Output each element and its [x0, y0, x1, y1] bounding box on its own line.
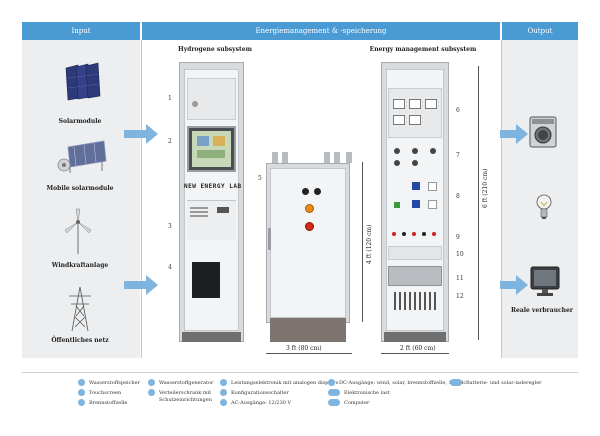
legend-item: Leistungselektronik mit analogen display… — [220, 379, 338, 386]
dimension-height-small: 4 ft (120 cm) — [366, 224, 373, 264]
input-label-solarmodule: Solarmodule — [58, 118, 102, 125]
cable-gland — [346, 152, 352, 163]
column-divider-right — [501, 40, 502, 358]
computer-unit — [388, 266, 442, 286]
legend-marker — [220, 379, 227, 386]
legend-marker — [450, 379, 462, 386]
cabinet-brand-text: NEW ENERGY LAB — [184, 183, 242, 190]
input-label-oeffentliches-netz: Öffentliches netz — [51, 337, 109, 344]
dimension-width-middle: 3 ft (80 cm) — [286, 345, 322, 352]
configuration-switches — [388, 142, 442, 172]
dimension-line-width-right — [381, 353, 449, 354]
callout-8: 8 — [456, 193, 460, 200]
legend-item: Touchscreen — [78, 389, 121, 396]
legend-item: Computer — [328, 399, 369, 406]
power-pylon-icon — [66, 286, 94, 332]
header-output: Output — [502, 22, 578, 40]
legend-marker — [220, 399, 227, 406]
arrow-right-icon — [500, 275, 528, 295]
energy-subsystem-title: Energy management subsystem — [369, 46, 477, 53]
legend: Wasserstoffspeicher Touchscreen Brennsto… — [22, 372, 578, 422]
distribution-cabinet — [266, 163, 350, 323]
arrow-right-icon — [124, 275, 158, 295]
fuel-cell-panel — [187, 200, 236, 240]
legend-marker — [78, 389, 85, 396]
callout-4: 4 — [168, 264, 172, 271]
cabinet-base — [384, 332, 446, 342]
cable-gland — [282, 152, 288, 163]
cabinet-base — [182, 332, 241, 342]
dimension-height-tall: 6 ft (210 cm) — [482, 168, 489, 208]
legend-item: Verteilerschrank mit — [148, 389, 211, 396]
legend-item: Konfigurationsschalter — [220, 389, 289, 396]
callout-2: 2 — [168, 138, 172, 145]
light-bulb-icon — [536, 193, 552, 221]
input-label-mobile-solarmodule: Mobile solarmodule — [46, 185, 114, 192]
callout-5: 5 — [258, 175, 262, 182]
arrow-right-icon — [500, 124, 528, 144]
arrow-right-icon — [124, 124, 158, 144]
legend-item: Wasserstoffgenerator — [148, 379, 213, 386]
dimension-line-height-tall — [478, 66, 479, 340]
legend-item: Batterie- und solar-laderegler — [450, 379, 542, 386]
column-divider-left — [141, 40, 142, 358]
touchscreen — [187, 126, 236, 172]
electronic-load-panel — [388, 246, 442, 260]
switch-knob — [305, 204, 314, 213]
indicator-light — [302, 188, 309, 195]
legend-marker — [148, 389, 155, 396]
monitor-icon — [530, 266, 560, 298]
hydrogen-subsystem-title: Hydrogene subsystem — [178, 46, 252, 53]
door-handle — [268, 228, 271, 250]
dimension-line-height-small — [362, 162, 363, 322]
washing-machine-icon — [529, 116, 557, 148]
legend-marker — [148, 379, 155, 386]
cable-gland — [334, 152, 340, 163]
callout-11: 11 — [456, 275, 464, 282]
output-label-reale-verbraucher: Reale verbraucher — [511, 307, 573, 314]
legend-item: Elektronische last — [328, 389, 390, 396]
indicator-light — [314, 188, 321, 195]
ac-outputs-panel — [388, 178, 442, 222]
wind-turbine-icon — [62, 208, 94, 256]
cable-gland — [272, 152, 278, 163]
legend-marker — [328, 389, 340, 396]
cable-gland — [324, 152, 330, 163]
legend-item: DC-Ausgänge: wind, solar, brennstoffzell… — [328, 379, 466, 386]
legend-item-continuation: Schutzeinrichtungen — [159, 397, 212, 403]
analog-displays-panel — [388, 88, 442, 138]
hydrogen-storage-panel — [187, 78, 236, 120]
mobile-solar-icon — [54, 137, 110, 177]
dimension-line-width-middle — [266, 353, 352, 354]
callout-10: 10 — [456, 251, 464, 258]
callout-6: 6 — [456, 107, 460, 114]
hydrogen-generator-vent — [192, 262, 220, 298]
solar-panel-icon — [62, 62, 104, 104]
callout-9: 9 — [456, 234, 460, 241]
legend-marker — [328, 399, 340, 406]
legend-marker — [328, 379, 335, 386]
cabinet-base — [270, 318, 346, 342]
callout-1: 1 — [168, 95, 172, 102]
header-input: Input — [22, 22, 140, 40]
callout-3: 3 — [168, 223, 172, 230]
legend-item: Wasserstoffspeicher — [78, 379, 140, 386]
callout-12: 12 — [456, 293, 464, 300]
dimension-width-right: 2 ft (60 cm) — [400, 345, 436, 352]
header-energy-management: Energiemanagement & -speicherung — [142, 22, 500, 40]
emergency-stop-button — [305, 222, 314, 231]
input-label-windkraftanlage: Windkraftanlage — [51, 262, 109, 269]
legend-marker — [78, 399, 85, 406]
legend-marker — [78, 379, 85, 386]
legend-item: Brennstoffzelle — [78, 399, 127, 406]
callout-7: 7 — [456, 152, 460, 159]
charge-controller-vent — [394, 292, 438, 310]
legend-marker — [220, 389, 227, 396]
legend-item: AC-Ausgänge: 12/230 V — [220, 399, 291, 406]
dc-outputs-panel — [388, 228, 442, 242]
